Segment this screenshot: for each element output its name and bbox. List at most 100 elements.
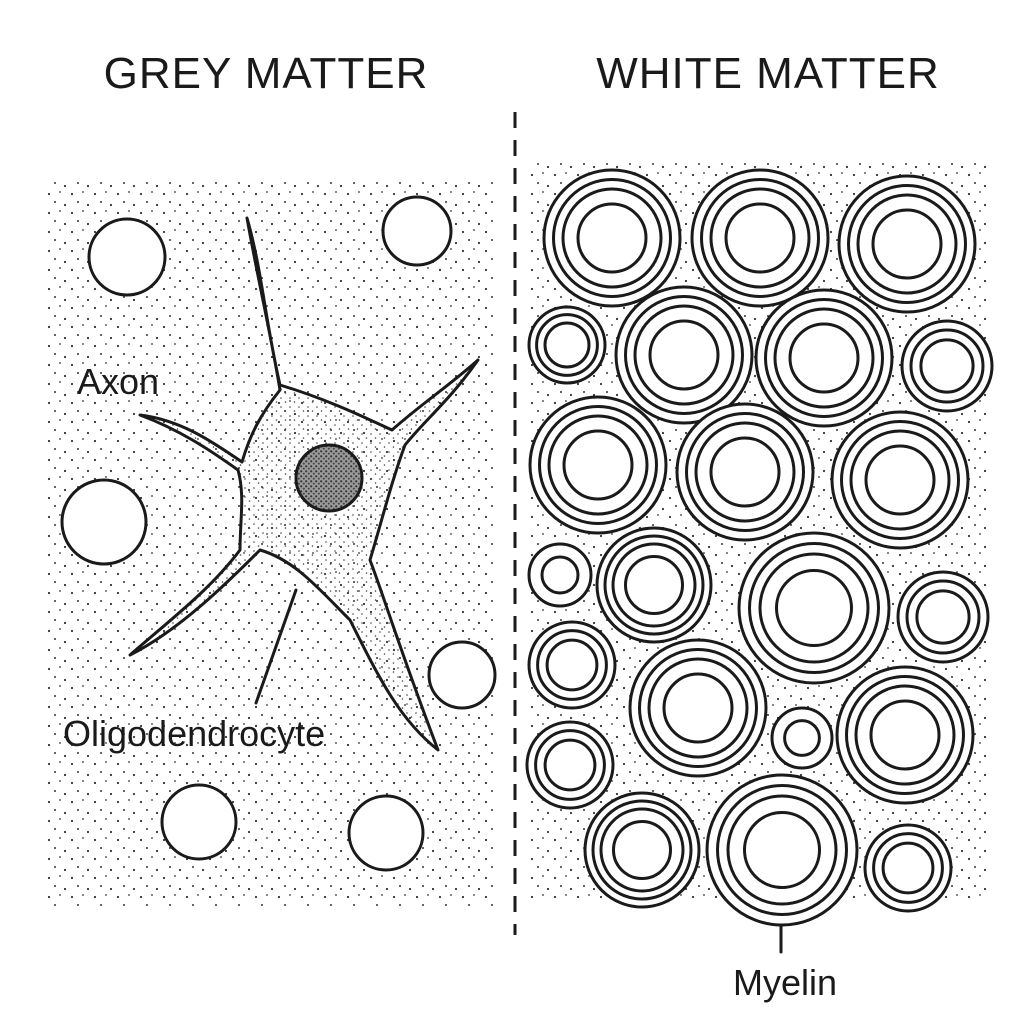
myelinated-axon: [527, 542, 593, 608]
myelin-ring: [716, 784, 848, 916]
grey-cell: [87, 217, 167, 297]
myelin-ring: [603, 534, 705, 636]
axon-core: [783, 719, 821, 757]
myelin-ring: [909, 328, 985, 404]
myelinated-axon: [675, 402, 815, 542]
axon-core: [743, 811, 821, 889]
myelin-ring: [591, 799, 693, 901]
myelin-ring: [726, 794, 838, 906]
white-matter-title: WHITE MATTER: [596, 49, 940, 98]
myelin-ring: [845, 675, 965, 795]
myelinated-axons: [525, 168, 994, 927]
myelinated-axon: [542, 168, 682, 308]
axon-core: [881, 841, 935, 895]
myelin-ring: [896, 570, 990, 664]
myelin-ring: [840, 420, 960, 540]
axon-core: [540, 555, 580, 595]
myelinated-axon: [528, 395, 668, 535]
myelin-ring: [758, 552, 870, 664]
myelin-ring: [685, 412, 805, 532]
axon-core: [562, 429, 634, 501]
oligodendrocyte-nucleus: [294, 443, 364, 513]
myelinated-axon: [595, 526, 713, 644]
myelin-ring: [748, 542, 880, 674]
axon-core: [775, 569, 853, 647]
myelin-ring: [764, 298, 884, 418]
axon-core: [624, 555, 684, 615]
axon-core: [864, 444, 936, 516]
oligodendrocyte-outline: [128, 216, 480, 752]
myelinated-axon: [737, 531, 891, 685]
myelinated-axon: [527, 620, 617, 710]
myelin-ring: [773, 307, 875, 409]
grey-matter-cells: [60, 195, 497, 872]
myelin-ring: [847, 184, 967, 304]
myelin-ring: [547, 414, 649, 516]
axon-core: [869, 699, 941, 771]
myelinated-axon: [614, 285, 754, 425]
myelin-ring: [599, 807, 685, 893]
myelin-ring: [770, 706, 834, 770]
axon-core: [545, 638, 599, 692]
grey-cell: [160, 783, 238, 861]
myelinated-axon: [628, 638, 768, 778]
myelin-ring: [534, 729, 606, 801]
myelin-ring: [561, 187, 663, 289]
grey-cell: [60, 478, 148, 566]
myelin-ring: [709, 187, 811, 289]
myelin-ring: [525, 720, 615, 810]
myelin-ring: [536, 629, 608, 701]
axon-core: [788, 322, 860, 394]
myelin-ring: [647, 657, 749, 759]
axon-core: [543, 321, 591, 369]
myelin-ring: [856, 193, 958, 295]
myelinated-axon: [837, 174, 977, 314]
axon-core: [612, 820, 672, 880]
myelin-ring: [900, 319, 994, 413]
oligodendrocyte-label: Oligodendrocyte: [63, 713, 325, 754]
axon-core: [709, 436, 781, 508]
axon-core: [915, 589, 971, 645]
myelin-ring: [863, 823, 953, 913]
myelinated-axon: [835, 665, 975, 805]
myelinated-axon: [525, 720, 615, 810]
myelin-ring: [633, 304, 735, 406]
myelinated-axon: [705, 773, 859, 927]
oligodendrocyte-leader-line: [254, 588, 298, 705]
myelinated-axon: [900, 319, 994, 413]
axon-core: [648, 319, 720, 391]
myelin-ring: [624, 295, 744, 415]
axon-label: Axon: [77, 361, 159, 402]
myelinated-axon: [583, 791, 701, 909]
grey-cell: [427, 640, 497, 710]
myelinated-axon: [754, 288, 894, 428]
axon-core: [543, 738, 597, 792]
myelin-ring: [872, 832, 944, 904]
myelin-ring: [905, 579, 981, 655]
myelinated-axon: [770, 706, 834, 770]
myelinated-axon: [863, 823, 953, 913]
myelin-ring: [638, 648, 758, 768]
myelin-ring: [700, 178, 820, 298]
myelin-ring: [538, 405, 658, 525]
grey-cell: [381, 195, 453, 267]
grey-matter-title: GREY MATTER: [104, 49, 429, 98]
myelin-ring: [527, 305, 607, 385]
myelin-ring: [527, 620, 617, 710]
axon-core: [576, 202, 648, 274]
myelin-ring: [527, 542, 593, 608]
myelin-ring: [854, 684, 956, 786]
myelinated-axon: [690, 168, 830, 308]
myelinated-axon: [830, 410, 970, 550]
myelin-ring: [611, 542, 697, 628]
axon-core: [662, 672, 734, 744]
axon-core: [724, 202, 796, 274]
myelin-ring: [552, 178, 672, 298]
axon-core: [919, 338, 975, 394]
myelinated-axon: [896, 570, 990, 664]
myelin-label: Myelin: [733, 962, 837, 1003]
myelinated-axon: [527, 305, 607, 385]
oligodendrocyte-cell: [128, 216, 480, 752]
myelin-ring: [694, 421, 796, 523]
